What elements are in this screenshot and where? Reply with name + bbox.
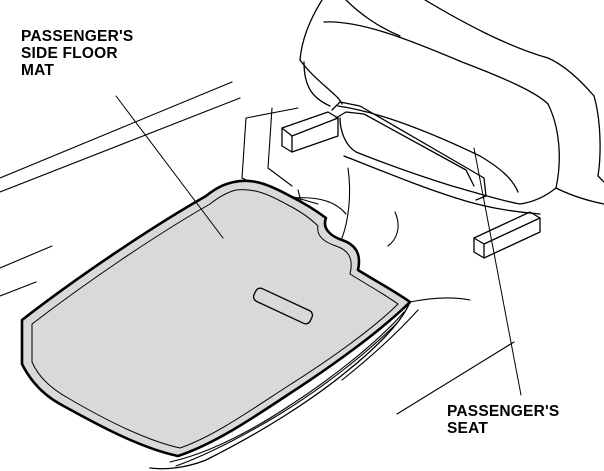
floor-outline [0,81,515,415]
seat-label: PASSENGER'S SEAT [447,403,559,437]
floor-mat-leader-line [115,95,224,239]
floor-mat-label-line-1: PASSENGER'S [21,28,134,45]
seat-rails [281,101,541,259]
seat-label-line-2: SEAT [447,420,488,437]
seat-leader-line [473,147,522,396]
floor-mat-inner-rim [31,189,399,449]
seat-cushion [299,0,604,205]
seat-label-line-1: PASSENGER'S [447,403,560,420]
floor-mat-label-line-2: SIDE FLOOR [21,45,118,62]
floor-mat [20,179,471,470]
floor-mat-tag [252,287,314,325]
floor-mat-label-line-3: MAT [21,62,55,79]
floor-mat-label: PASSENGER'S SIDE FLOOR MAT [21,28,133,79]
floor-mat-edge-curl [149,301,411,470]
floor-mat-body [20,179,412,458]
